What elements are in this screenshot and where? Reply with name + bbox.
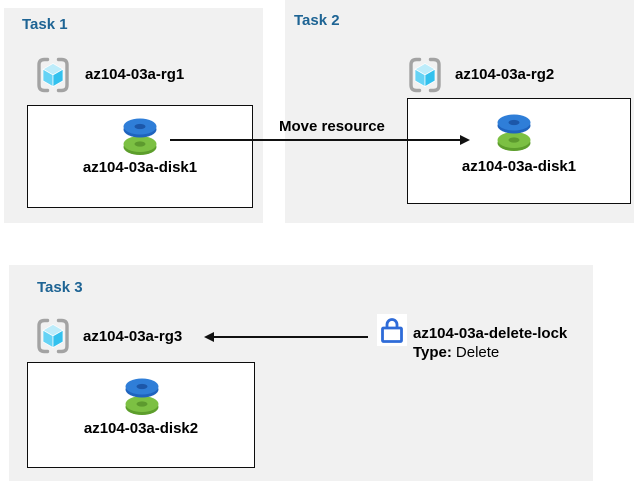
resource-group-icon: [37, 57, 69, 93]
disk-icon: [123, 118, 157, 155]
resource-group-icon: [37, 318, 69, 354]
lock-annotation: az104-03a-delete-lock Type:Delete: [413, 324, 567, 362]
move-arrow-line: [170, 139, 461, 141]
task2-resource-group-label: az104-03a-rg2: [455, 66, 555, 83]
lock-icon: [381, 318, 403, 343]
task3-disk-label: az104-03a-disk2: [83, 420, 199, 437]
lock-type-label: Type:: [413, 344, 452, 361]
resource-group-icon: [409, 57, 441, 93]
lock-type-line: Type:Delete: [413, 343, 567, 362]
task2-disk-box: [407, 98, 631, 204]
task3-title: Task 3: [37, 279, 83, 296]
task1-title: Task 1: [22, 16, 68, 33]
lock-type-value: Delete: [455, 344, 500, 361]
move-resource-label: Move resource: [279, 118, 385, 135]
task1-disk-label: az104-03a-disk1: [82, 159, 198, 176]
lock-arrow-line: [213, 336, 368, 338]
move-arrow-head-icon: [460, 135, 470, 145]
lock-name-label: az104-03a-delete-lock: [413, 325, 568, 342]
task3-resource-group-label: az104-03a-rg3: [83, 328, 183, 345]
task1-resource-group-label: az104-03a-rg1: [85, 66, 185, 83]
lock-tile: [377, 314, 407, 346]
disk-icon: [125, 378, 159, 415]
task2-title: Task 2: [294, 12, 340, 29]
lock-arrow-head-icon: [204, 332, 214, 342]
disk-icon: [497, 114, 531, 151]
task2-disk-label: az104-03a-disk1: [461, 158, 577, 175]
